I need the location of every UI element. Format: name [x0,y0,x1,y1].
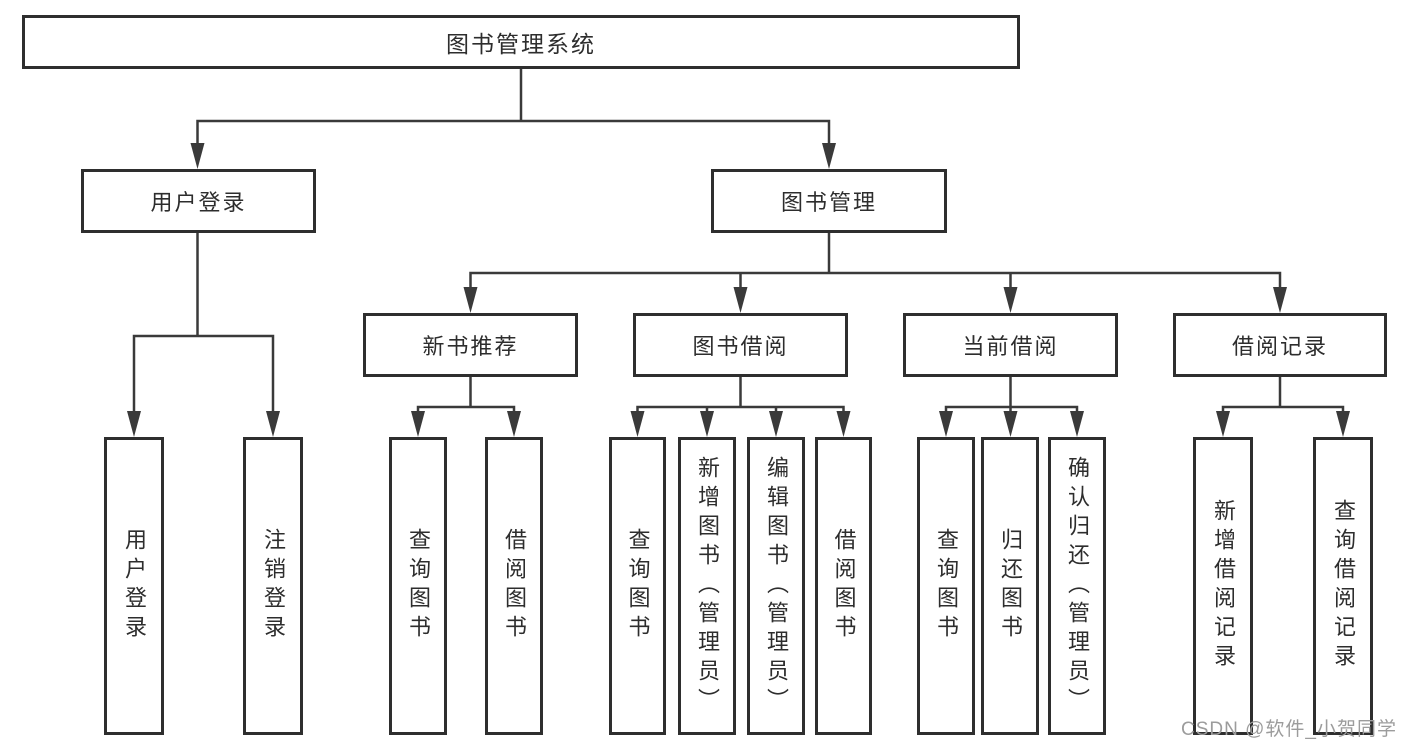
node-borrow-records: 借阅记录 [1173,313,1387,377]
leaf-newbook-borrow: 借阅图书 [485,437,543,735]
node-borrow-records-label: 借阅记录 [1231,334,1328,359]
leaf-current-query: 查询图书 [917,437,975,735]
leaf-newbook-query: 查询图书 [389,437,447,735]
node-new-book-recommend-label: 新书推荐 [422,334,519,359]
node-book-borrow: 图书借阅 [633,313,848,377]
node-library-system: 图书管理系统 [22,15,1020,69]
connector-root [190,67,836,169]
leaf-borrow-add: 新增图书（管理员） [678,437,736,735]
leaf-current-query-label: 查询图书 [934,528,959,644]
leaf-user-login-label: 用户登录 [122,528,147,644]
node-library-system-label: 图书管理系统 [446,31,596,57]
leaf-borrow-query-label: 查询图书 [625,528,651,644]
node-book-management: 图书管理 [711,169,947,233]
leaf-borrow-edit: 编辑图书（管理员） [747,437,805,735]
connector-borrow-records [1216,375,1350,437]
leaf-current-confirm-return-label: 确认归还（管理员） [1065,455,1090,717]
leaf-borrow-book: 借阅图书 [815,437,872,735]
leaf-user-login: 用户登录 [104,437,164,735]
connector-book-borrow [630,375,851,437]
node-user-login-label: 用户登录 [150,190,247,215]
leaf-logout: 注销登录 [243,437,303,735]
leaf-current-return-label: 归还图书 [998,528,1023,644]
leaf-borrow-add-label: 新增图书（管理员） [695,455,720,717]
leaf-borrow-book-label: 借阅图书 [831,528,857,644]
leaf-current-return: 归还图书 [981,437,1039,735]
leaf-borrow-edit-label: 编辑图书（管理员） [764,455,789,717]
leaf-logout-label: 注销登录 [261,528,286,644]
csdn-watermark: CSDN @软件_小贺同学 [1181,719,1397,740]
node-book-management-label: 图书管理 [780,190,877,215]
node-current-borrow: 当前借阅 [903,313,1118,377]
connector-current-borrow [939,375,1084,437]
leaf-newbook-query-label: 查询图书 [406,528,431,644]
node-current-borrow-label: 当前借阅 [962,334,1059,359]
leaf-borrow-query: 查询图书 [609,437,666,735]
leaf-record-query: 查询借阅记录 [1313,437,1373,735]
connector-new-book [411,375,521,437]
connector-user-login [127,231,280,437]
leaf-newbook-borrow-label: 借阅图书 [502,528,527,644]
node-book-borrow-label: 图书借阅 [692,334,789,359]
leaf-record-add-label: 新增借阅记录 [1211,499,1236,673]
leaf-current-confirm-return: 确认归还（管理员） [1048,437,1106,735]
leaf-record-query-label: 查询借阅记录 [1331,499,1356,673]
node-new-book-recommend: 新书推荐 [363,313,578,377]
leaf-record-add: 新增借阅记录 [1193,437,1253,735]
connector-book-management [463,231,1287,313]
node-user-login: 用户登录 [81,169,316,233]
